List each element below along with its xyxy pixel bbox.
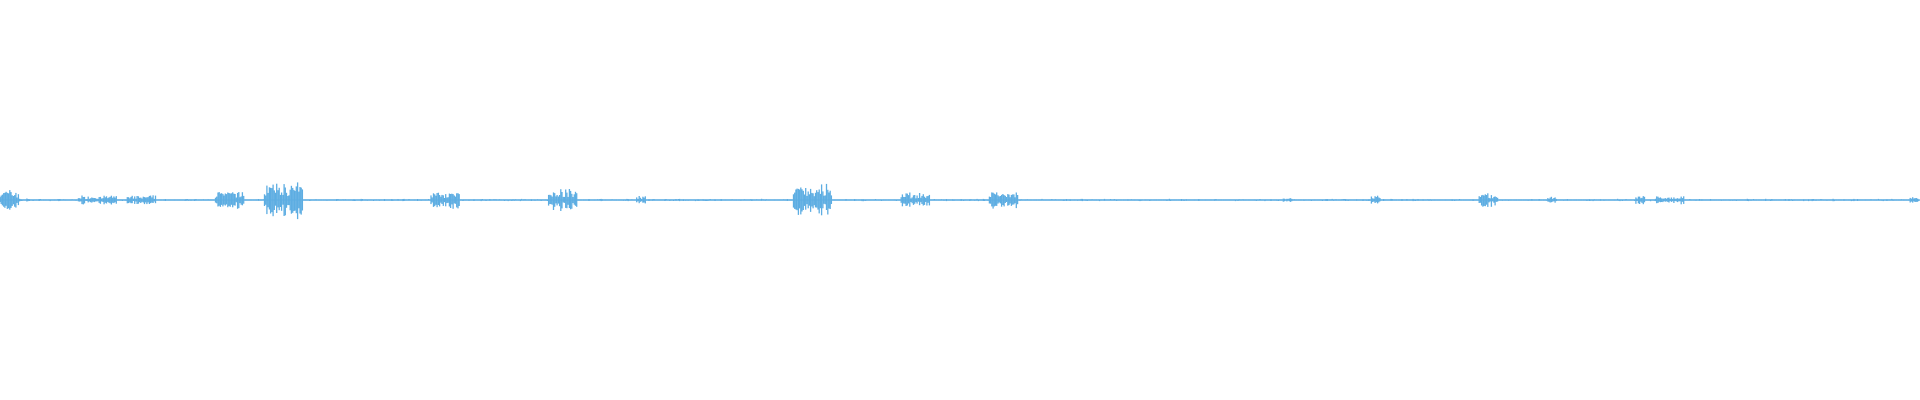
- waveform-samples: [0, 182, 1920, 220]
